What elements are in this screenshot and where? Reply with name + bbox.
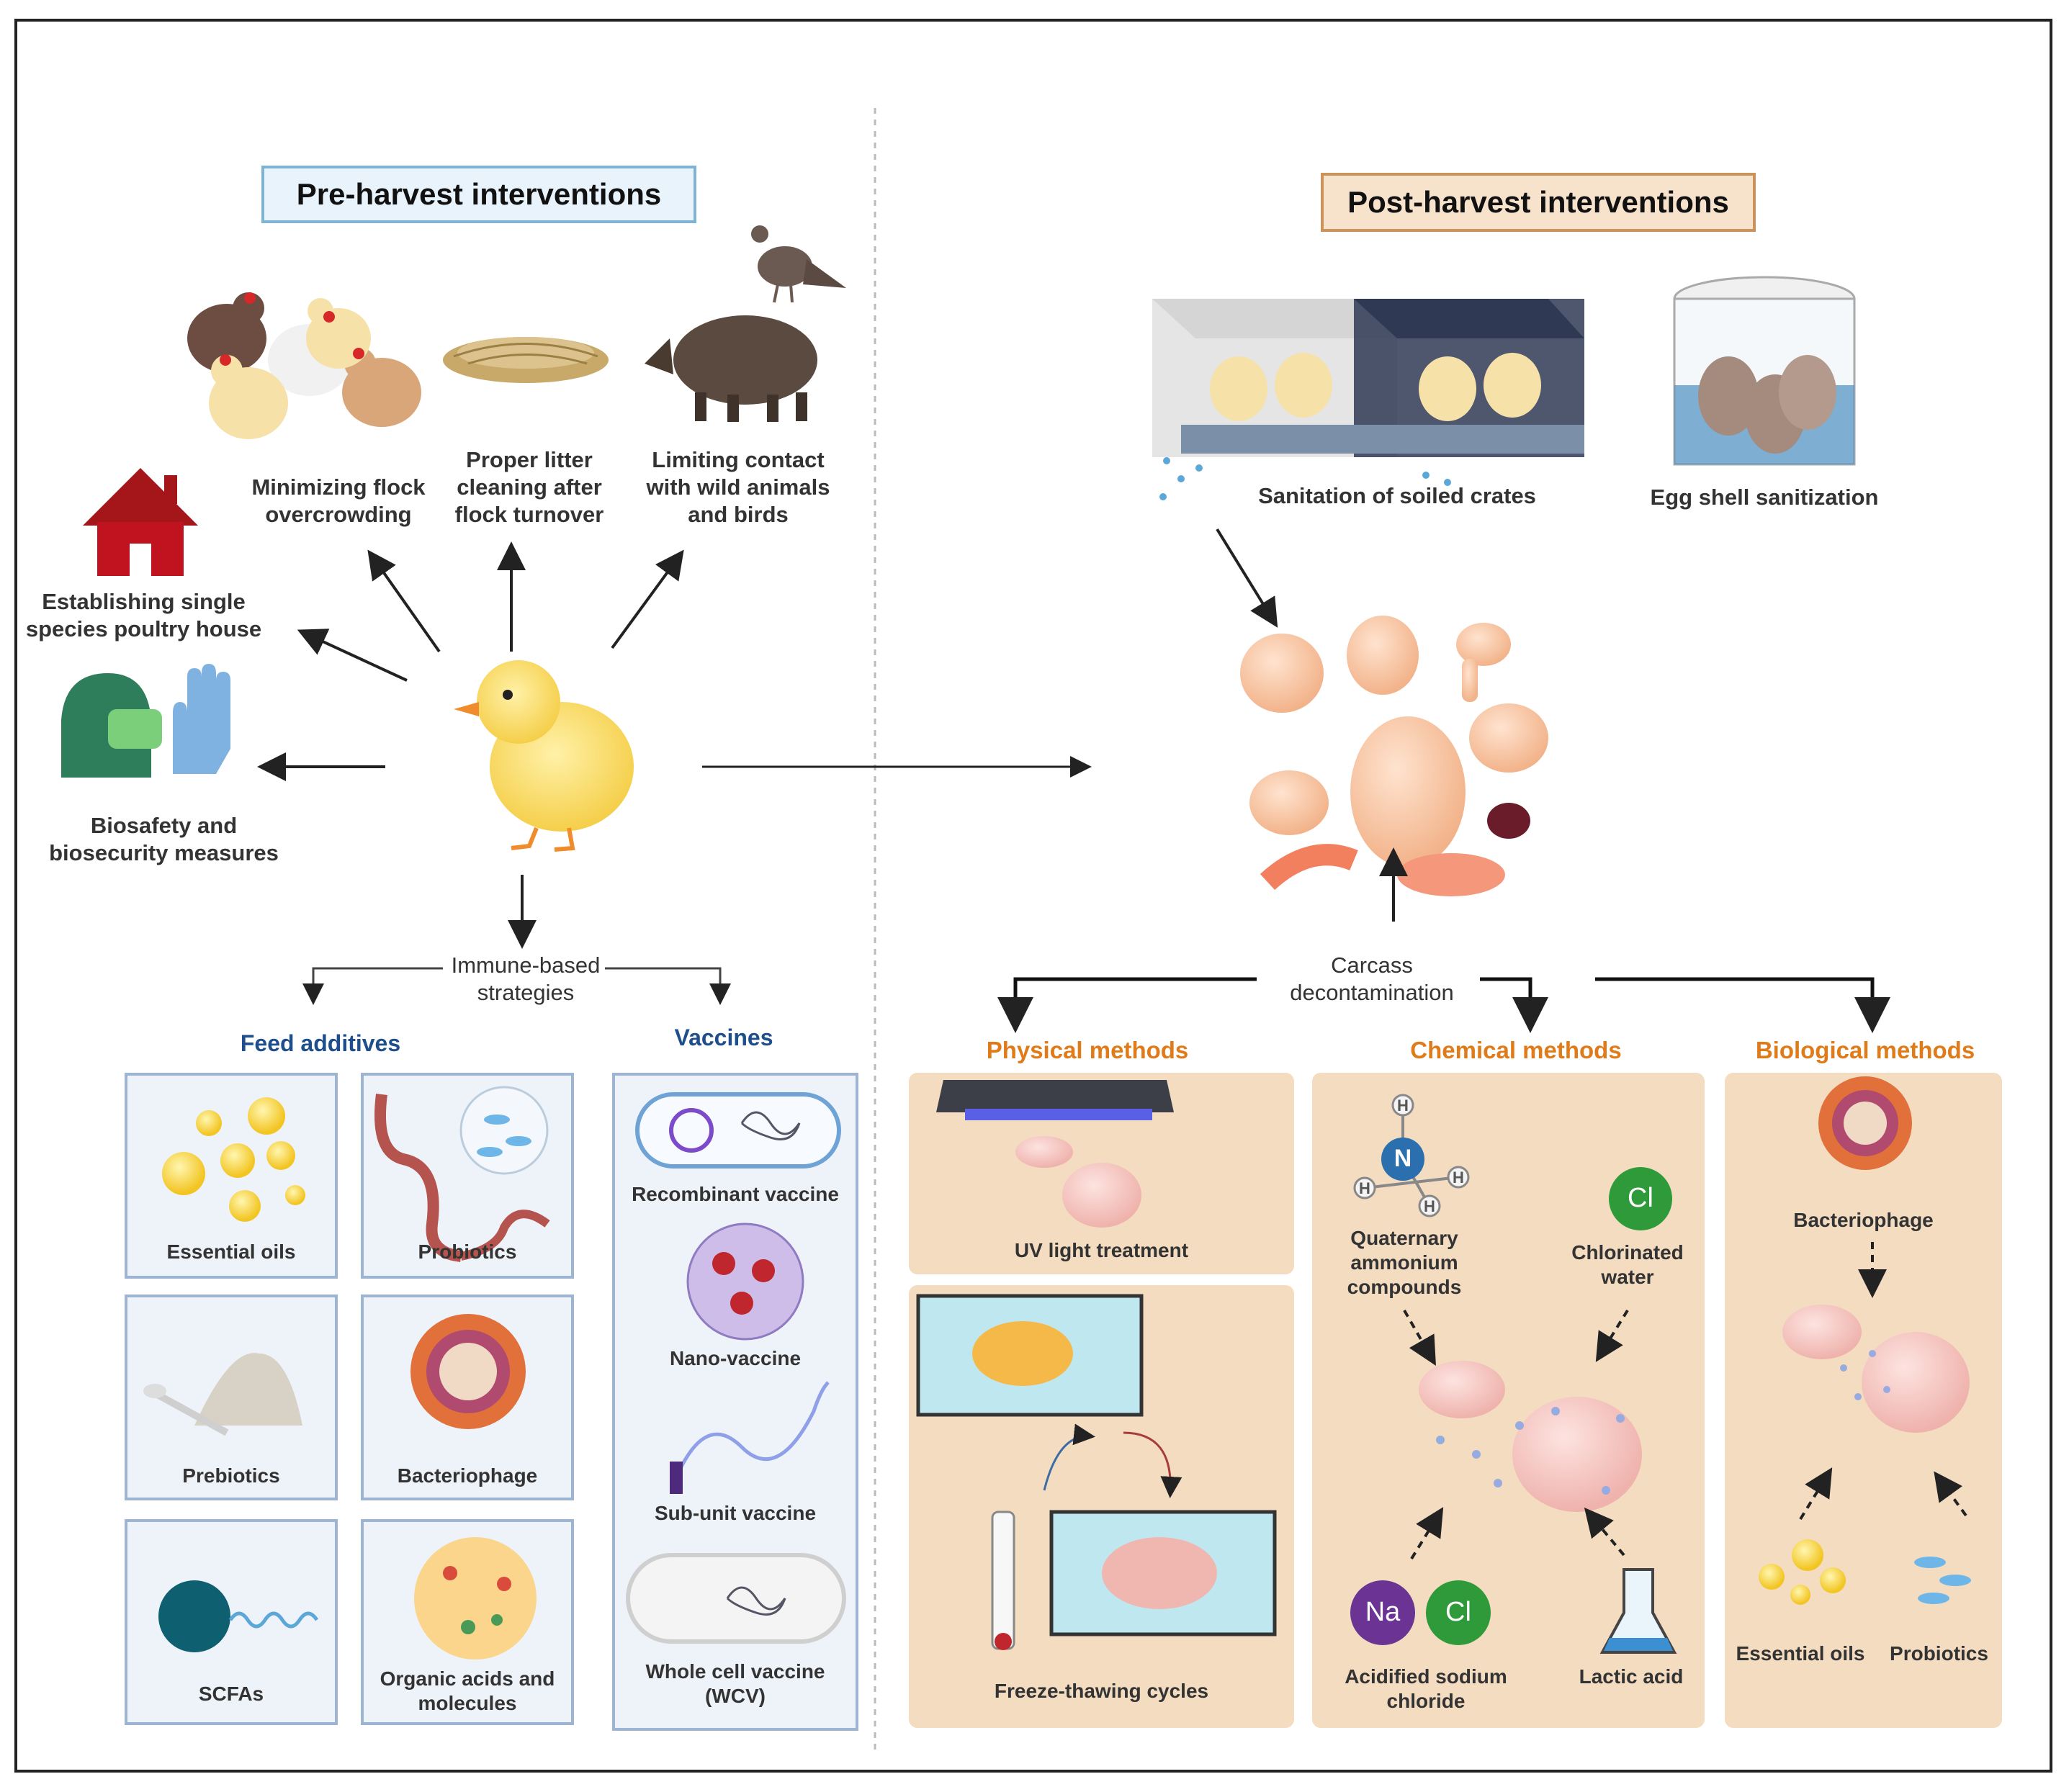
ammonium-n-symbol: N [1393,1145,1412,1172]
label-acidified-sodium-chloride: Acidified sodium chloride [1345,1665,1507,1712]
chemical-carcass-illustration [1419,1361,1642,1512]
probiotics-gut-icon [374,1086,550,1262]
chloride-atom-icon [1426,1580,1491,1645]
bio-essential-oils-icon [1759,1539,1846,1605]
chemical-methods-header: Chemical methods [1410,1037,1622,1063]
ammonium-h-symbol-top: H [1397,1097,1409,1115]
label-essential-oils: Essential oils [166,1241,296,1263]
sodium-atom-icon [1350,1580,1415,1645]
nano-vaccine-icon [686,1223,804,1341]
feed-additive-boxes [125,1073,574,1725]
pre-title-box [261,166,696,223]
bacteriophage-icon [410,1314,526,1429]
chick-illustration [454,660,634,852]
bio-bacteriophage-icon [1818,1076,1912,1170]
essential-oils-icon [162,1097,305,1222]
uv-lamp-icon [936,1080,1174,1228]
recombinant-vaccine-icon [635,1092,841,1169]
turkey-illustration [751,225,846,303]
label-biosafety: Biosafety and biosecurity measures [49,813,279,865]
ammonium-h-symbol-right: H [1453,1169,1464,1187]
flask-icon [1599,1568,1677,1654]
label-nano-vaccine: Nano-vaccine [669,1347,802,1369]
ammonium-h-symbol-left: H [1359,1179,1370,1197]
label-recombinant-vaccine: Recombinant vaccine [632,1183,839,1205]
label-quaternary-ammonium: Quaternary ammonium compounds [1347,1227,1462,1298]
scfa-molecule-icon [158,1580,319,1652]
house-icon [83,468,198,576]
chlorine-symbol: Cl [1628,1183,1653,1213]
label-crates-sanitation: Sanitation of soiled crates [1258,483,1536,508]
label-scfas: SCFAs [198,1683,264,1705]
label-lactic-acid: Lactic acid [1579,1665,1684,1688]
feed-additives-header: Feed additives [240,1030,401,1056]
label-single-species-house: Establishing single species poultry hous… [25,589,262,641]
label-probiotics: Probiotics [418,1241,517,1263]
label-freeze-thaw: Freeze-thawing cycles [994,1680,1209,1702]
ammonium-h-symbol-bottom: H [1424,1197,1435,1215]
biological-methods-header: Biological methods [1755,1037,1975,1063]
label-bio-probiotics: Probiotics [1890,1642,1988,1665]
prebiotics-powder-icon [143,1353,302,1436]
bio-probiotics-icon [1914,1557,1971,1604]
outer-frame [14,19,2052,1773]
label-prebiotics: Prebiotics [182,1464,280,1487]
chloride-symbol: Cl [1445,1597,1471,1627]
post-harvest-title: Post-harvest interventions [1347,185,1729,219]
subunit-vaccine-icon [670,1381,830,1494]
label-immune-strategies: Immune-based strategies [451,953,601,1005]
egg-beaker-illustration [1673,276,1856,466]
label-chlorinated-water: Chlorinated water [1571,1241,1684,1288]
litter-illustration [443,337,609,383]
label-uv-treatment: UV light treatment [1014,1239,1189,1261]
freeze-thaw-tanks-illustration [916,1294,1277,1650]
label-whole-cell-vaccine: Whole cell vaccine (WCV) [645,1660,825,1707]
sodium-symbol: Na [1365,1597,1401,1627]
post-title-box [1321,173,1756,232]
wild-boar-illustration [645,315,817,422]
bio-dashed-arrows [1799,1242,1967,1521]
label-bio-bacteriophage: Bacteriophage [1793,1209,1934,1231]
label-carcass-decontamination: Carcass decontamination [1290,953,1454,1005]
chlorine-atom-icon [1609,1167,1672,1230]
pre-harvest-title: Pre-harvest interventions [296,177,662,211]
label-minimizing-flock: Minimizing flock overcrowding [251,474,426,527]
whole-cell-vaccine-icon [626,1553,846,1644]
label-bio-essential-oils: Essential oils [1736,1642,1865,1665]
organic-acids-icon [414,1537,537,1660]
label-organic-acids: Organic acids and molecules [380,1667,555,1714]
crates-illustration [1152,299,1584,500]
hens-illustration [187,292,421,439]
vaccines-header: Vaccines [674,1025,773,1050]
label-bacteriophage: Bacteriophage [397,1464,538,1487]
carcass-pieces-illustration [1240,616,1548,896]
label-litter-cleaning: Proper litter cleaning after flock turno… [454,447,604,527]
chemical-dashed-arrows [1403,1309,1629,1560]
label-wild-contact: Limiting contact with wild animals and b… [646,447,830,527]
mask-glove-icon [61,664,230,778]
ammonium-molecule-icon [1353,1094,1470,1217]
bio-carcass-illustration [1782,1305,1970,1433]
label-egg-sanitization: Egg shell sanitization [1650,485,1879,510]
physical-methods-header: Physical methods [986,1037,1189,1063]
label-subunit-vaccine: Sub-unit vaccine [654,1502,817,1524]
